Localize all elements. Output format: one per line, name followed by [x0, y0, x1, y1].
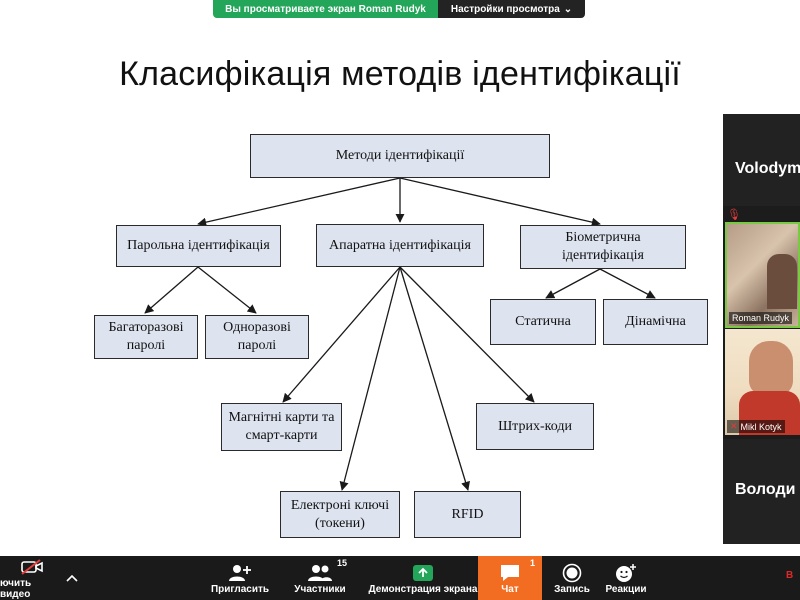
end-meeting-label: В	[786, 569, 794, 581]
arrow-biometric-static	[545, 268, 601, 299]
arrow-hardware-barcodes	[399, 266, 535, 403]
record-icon	[562, 562, 582, 584]
share-screen-label: Демонстрация экрана	[368, 583, 478, 595]
participants-label: Участники	[294, 583, 346, 595]
arrow-hardware-etokens	[339, 266, 401, 491]
view-options-button[interactable]: Настройки просмотра ⌄	[438, 0, 585, 18]
box-biometric-identification: Біометрична ідентифікація	[520, 225, 686, 269]
invite-button[interactable]: Пригласить	[205, 556, 275, 600]
record-button[interactable]: Запись	[548, 556, 596, 600]
start-video-label: ючить видео	[0, 578, 32, 600]
video-off-icon	[20, 556, 44, 578]
chevron-down-icon: ⌄	[563, 3, 573, 15]
viewing-screen-label: Вы просматриваете экран Roman Rudyk	[213, 0, 438, 18]
participant-name: Roman Rudyk	[732, 313, 790, 323]
emoji-plus-icon	[615, 562, 637, 584]
record-label: Запись	[554, 583, 590, 595]
participant-video-tile[interactable]: Roman Rudyk	[725, 222, 800, 328]
view-options-label: Настройки просмотра	[450, 3, 560, 15]
arrow-biometric-dynamic	[599, 268, 656, 299]
share-screen-button[interactable]: Демонстрация экрана	[366, 556, 480, 600]
participant-video-feed	[749, 341, 793, 395]
arrow-hardware-magnetic	[282, 266, 401, 403]
participants-icon: 15	[307, 558, 347, 584]
box-hardware-identification: Апаратна ідентифікація	[316, 224, 484, 267]
box-barcodes: Штрих-коди	[476, 403, 594, 450]
participant-name: Mikl Kotyk	[740, 421, 782, 432]
video-options-button[interactable]	[62, 556, 82, 600]
participant-nametag: ✕ Mikl Kotyk	[727, 420, 785, 433]
reactions-button[interactable]: Реакции	[600, 556, 652, 600]
box-onetime-passwords: Одноразові паролі	[205, 315, 309, 359]
chat-button[interactable]: 1 Чат	[478, 556, 542, 600]
meeting-toolbar: ючить видео Пригласить 15 Участники Демо…	[0, 556, 800, 600]
box-magnetic-smart-cards: Магнітні карти та смарт-карти	[221, 403, 342, 451]
participant-panel: Volodymyr 🎙︎ Roman Rudyk ✕ Mikl Kotyk Во…	[723, 114, 800, 544]
arrow-hardware-rfid	[399, 266, 470, 491]
arrow-password-onetime	[197, 266, 257, 314]
invite-label: Пригласить	[210, 583, 270, 595]
chevron-up-icon	[66, 567, 78, 589]
screen-share-banner: Вы просматриваете экран Roman Rudyk Наст…	[213, 0, 585, 18]
box-identification-methods: Методи ідентифікації	[250, 134, 550, 178]
arrow-root-password	[197, 177, 401, 227]
participants-button[interactable]: 15 Участники	[288, 556, 352, 600]
slide-title: Класифікація методів ідентифікації	[119, 55, 681, 93]
participant-nametag: Roman Rudyk	[729, 312, 793, 324]
participant-video-feed	[767, 254, 797, 309]
participant-tile[interactable]: Volodymyr	[723, 114, 800, 206]
box-electronic-tokens: Електроні ключі (токени)	[280, 491, 400, 538]
participant-video-tile[interactable]: ✕ Mikl Kotyk	[725, 329, 800, 435]
arrow-password-reusable	[144, 266, 199, 314]
share-screen-icon	[412, 562, 434, 584]
chat-label: Чат	[501, 583, 519, 595]
participant-tile[interactable]: Володи	[723, 439, 800, 544]
participant-name: Володи	[735, 481, 796, 498]
box-password-identification: Парольна ідентифікація	[116, 225, 281, 267]
start-video-button[interactable]: ючить видео	[0, 556, 64, 600]
box-reusable-passwords: Багаторазові паролі	[94, 315, 198, 359]
chat-icon: 1	[499, 558, 535, 584]
reactions-label: Реакции	[605, 583, 647, 595]
box-static: Статична	[490, 299, 596, 345]
participant-name: Volodymyr	[735, 160, 800, 177]
mic-muted-icon: 🎙︎	[727, 209, 741, 221]
box-rfid: RFID	[414, 491, 521, 538]
arrow-root-biometric	[399, 177, 601, 227]
chat-unread-count: 1	[529, 557, 535, 568]
box-dynamic: Дінамічна	[603, 299, 708, 345]
add-user-icon	[228, 562, 252, 584]
end-meeting-button[interactable]: В	[786, 556, 800, 600]
participants-count: 15	[336, 557, 347, 568]
mic-muted-icon: ✕	[730, 421, 738, 431]
